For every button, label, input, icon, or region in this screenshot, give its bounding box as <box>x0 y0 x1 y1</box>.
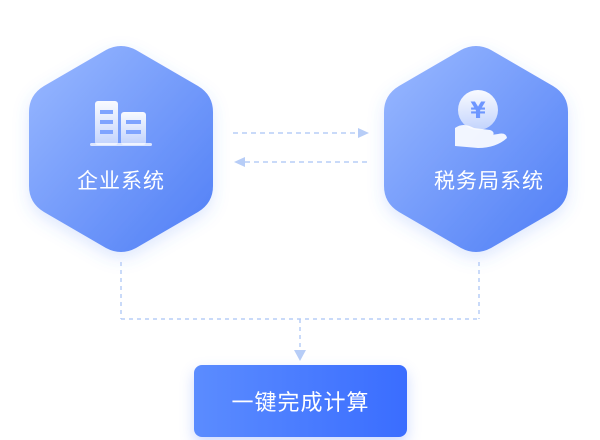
down-arrow-icon <box>294 350 306 361</box>
sync-arrows <box>233 128 370 167</box>
tax-bureau-node: ¥ <box>384 46 568 252</box>
connector-lines <box>120 262 480 361</box>
one-click-calculate-label: 一键完成计算 <box>231 391 370 416</box>
tax-bureau-hexagon <box>384 46 568 252</box>
tax-bureau-system-label: 税务局系统 <box>434 169 544 193</box>
one-click-calculate-button[interactable]: 一键完成计算 <box>194 365 407 437</box>
svg-text:¥: ¥ <box>470 99 486 124</box>
enterprise-system-label: 企业系统 <box>77 169 165 193</box>
enterprise-node <box>29 46 213 252</box>
yuan-hand-icon: ¥ <box>455 90 507 148</box>
building-icon <box>90 101 152 146</box>
enterprise-hexagon <box>29 46 213 252</box>
